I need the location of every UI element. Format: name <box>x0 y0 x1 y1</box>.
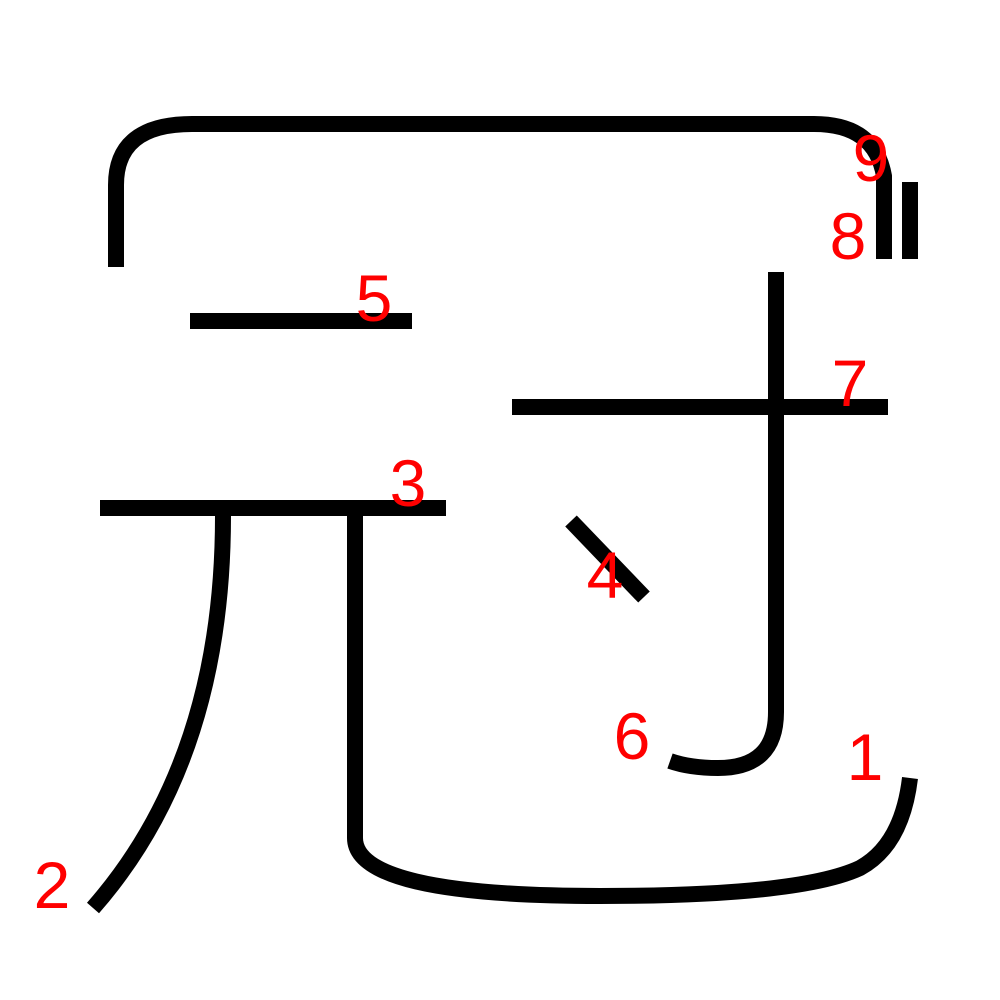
stroke-curved-hook <box>347 516 918 904</box>
stroke-order-label-9: 9 <box>853 121 890 195</box>
stroke-order-labels: 1 2 3 4 5 6 7 8 9 <box>34 121 890 922</box>
stroke-order-label-8: 8 <box>830 199 867 273</box>
stroke-left-sweep <box>86 515 231 914</box>
stroke-order-label-4: 4 <box>587 538 624 612</box>
stroke-dot <box>565 515 650 603</box>
stroke-paths <box>86 116 918 914</box>
stroke-order-label-3: 3 <box>390 446 427 520</box>
stroke-order-label-7: 7 <box>832 346 869 420</box>
stroke-order-label-1: 1 <box>847 720 884 794</box>
stroke-order-label-6: 6 <box>614 699 651 773</box>
stroke-order-label-2: 2 <box>34 848 71 922</box>
stroke-order-label-5: 5 <box>356 261 393 335</box>
stroke-crown-frame <box>108 116 892 267</box>
stroke-vertical-hook <box>667 272 784 776</box>
